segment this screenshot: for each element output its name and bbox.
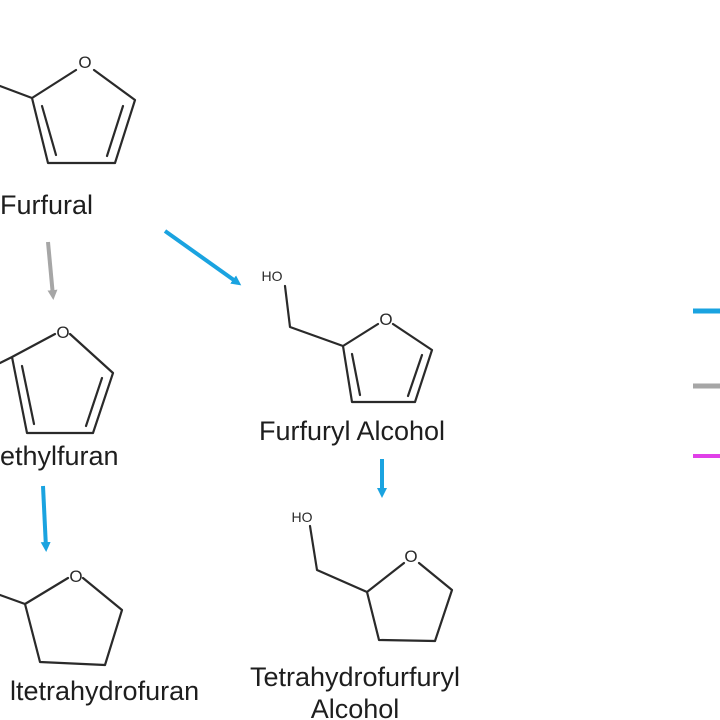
furfuryl-alcohol-hydroxyl: HO xyxy=(262,268,283,284)
furfuryl-alcohol-label: Furfuryl Alcohol xyxy=(259,416,445,446)
tetrahydrofurfuryl-alcohol-hydroxyl: HO xyxy=(292,509,313,525)
tetrahydrofurfuryl-alcohol-label-line1: Tetrahydrofurfuryl xyxy=(250,662,460,692)
methyltetrahydrofuran-oxygen: O xyxy=(69,567,82,586)
methyltetrahydrofuran-label: ltetrahydrofuran xyxy=(10,676,199,706)
methyltetrahydrofuran-structure: O xyxy=(0,567,124,667)
methylfuran-structure: O xyxy=(0,323,115,435)
furfuryl-alcohol-structure: HO O xyxy=(262,268,434,404)
tetrahydrofurfuryl-alcohol-label-line2: Alcohol xyxy=(311,694,400,720)
furfural-label: Furfural xyxy=(0,190,93,220)
methylfuran-label: ethylfuran xyxy=(0,441,119,471)
arrow-methylfuran-to-methyltetrahydrofuran xyxy=(40,485,51,552)
tetrahydrofurfuryl-alcohol-structure: HO O xyxy=(292,509,454,643)
furfuryl-alcohol-oxygen: O xyxy=(379,310,392,329)
methylfuran-oxygen: O xyxy=(56,323,69,342)
tetrahydrofurfuryl-alcohol-oxygen: O xyxy=(404,547,417,566)
arrow-furfural-to-methylfuran xyxy=(46,241,58,300)
arrow-furfural-to-furfuryl-alcohol xyxy=(163,229,242,286)
furfural-oxygen: O xyxy=(78,53,91,72)
furfural-structure: O xyxy=(0,53,137,165)
